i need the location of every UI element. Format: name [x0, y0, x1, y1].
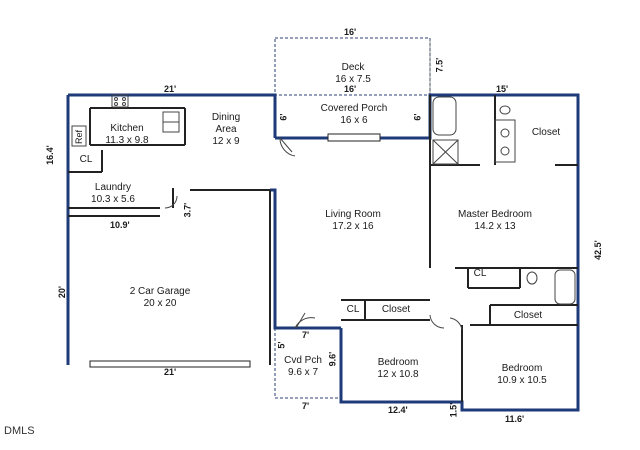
dim-right-side: 42.5' — [592, 240, 603, 260]
dim-top-right: 15' — [496, 84, 509, 94]
dim-cvd-right: 9.6' — [327, 351, 338, 367]
dim-cvd-left: 5' — [276, 341, 287, 349]
bedroom-closet-b-label: Closet — [513, 310, 543, 321]
bedroom-closet-a-label: Closet — [381, 304, 411, 315]
dim-cvd-bottom: 7' — [302, 401, 310, 411]
dim-top-left: 21' — [164, 84, 177, 94]
cl-label-3: CL — [346, 304, 360, 315]
ref-label: Ref — [74, 130, 84, 145]
kitchen-fixtures — [71, 94, 180, 147]
dim-porch-left: 6' — [278, 113, 289, 121]
dim-deck-bottom: 16' — [344, 84, 357, 94]
interior-walls — [68, 95, 578, 402]
cl-label-1: CL — [79, 154, 93, 165]
dim-garage-h: 20' — [57, 285, 68, 299]
dim-deck-top: 16' — [344, 27, 357, 37]
dim-laundry-w: 10.9' — [110, 220, 130, 230]
hearth — [327, 133, 381, 142]
bath-fixtures — [432, 96, 576, 305]
master-closet-label: Closet — [531, 127, 561, 138]
garage-door — [89, 360, 251, 368]
dim-laundry-h: 3.7' — [182, 202, 193, 218]
dim-left-side: 16.4' — [44, 145, 55, 165]
door-swings — [164, 137, 463, 331]
dim-bottom-right: 11.6' — [505, 414, 525, 424]
dim-cvd-top: 7' — [302, 330, 310, 340]
dim-step: 1.5' — [448, 402, 459, 418]
cvd-porch-outline — [274, 328, 341, 399]
dim-porch-right: 6' — [412, 113, 423, 121]
dim-bedroom-bottom: 12.4' — [388, 405, 408, 415]
dim-deck-side: 7.5' — [434, 57, 445, 73]
brand-watermark: DMLS — [4, 425, 35, 437]
cl-label-2: CL — [473, 268, 487, 279]
deck-outline — [274, 37, 431, 96]
dim-garage-w: 21' — [164, 367, 177, 377]
